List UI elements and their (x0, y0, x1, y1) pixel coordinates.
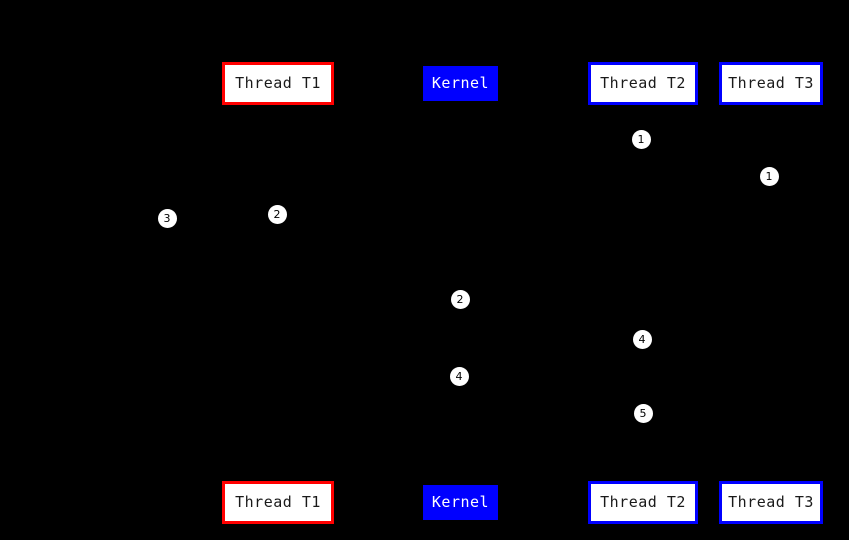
participant-footer-kernel[interactable]: Kernel (423, 485, 498, 520)
participant-label-thread-t2: Thread T2 (600, 74, 686, 92)
step-marker-2: 1 (759, 166, 779, 186)
participant-footer-label-kernel: Kernel (431, 493, 490, 511)
participant-label-thread-t3: Thread T3 (728, 74, 814, 92)
participant-footer-thread-t2[interactable]: Thread T2 (588, 481, 698, 524)
participant-footer-thread-t3[interactable]: Thread T3 (719, 481, 823, 524)
message-arrow-4 (167, 218, 278, 219)
participant-footer-label-thread-t3: Thread T3 (728, 493, 814, 511)
message-arrow-7 (278, 376, 460, 377)
step-marker-3: 3 (157, 208, 177, 228)
message-arrow-3 (278, 214, 460, 215)
participant-label-kernel: Kernel (431, 74, 490, 92)
participant-label-thread-t1: Thread T1 (235, 74, 321, 92)
step-marker-6: 4 (632, 329, 652, 349)
participant-footer-label-thread-t1: Thread T1 (235, 493, 321, 511)
step-marker-1: 1 (631, 129, 651, 149)
step-marker-8: 5 (633, 403, 653, 423)
message-arrow-5 (278, 299, 460, 300)
message-arrow-6 (460, 339, 643, 340)
step-marker-7: 4 (449, 366, 469, 386)
message-arrow-8 (460, 413, 643, 414)
lifeline-thread-t1 (278, 105, 279, 481)
participant-footer-thread-t1[interactable]: Thread T1 (222, 481, 334, 524)
participant-header-thread-t2[interactable]: Thread T2 (588, 62, 698, 105)
message-arrow-1 (460, 139, 643, 140)
step-marker-4: 2 (267, 204, 287, 224)
message-arrow-2 (460, 176, 771, 177)
participant-footer-label-thread-t2: Thread T2 (600, 493, 686, 511)
lifeline-thread-t3 (771, 105, 772, 481)
participant-header-thread-t1[interactable]: Thread T1 (222, 62, 334, 105)
participant-header-kernel[interactable]: Kernel (423, 66, 498, 101)
participant-header-thread-t3[interactable]: Thread T3 (719, 62, 823, 105)
lifeline-thread-t2 (643, 105, 644, 481)
step-marker-5: 2 (450, 289, 470, 309)
